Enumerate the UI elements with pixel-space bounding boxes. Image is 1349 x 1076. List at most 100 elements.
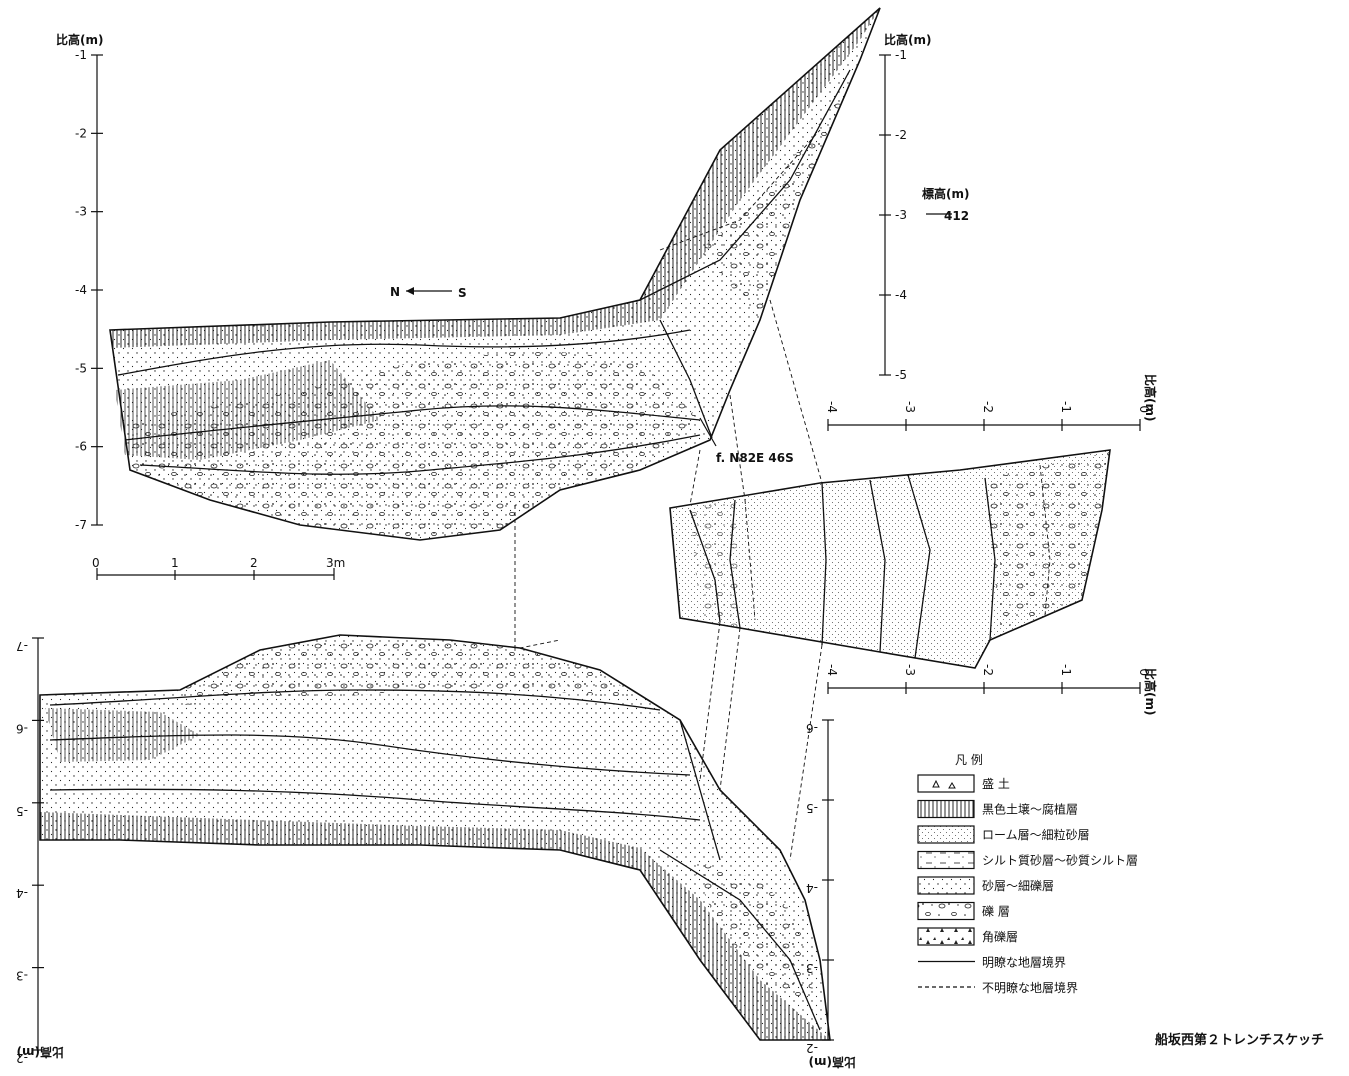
legend-title: 凡 例 <box>955 753 983 767</box>
legend-item-dashed-line-label: 不明瞭な地層境界 <box>982 980 1078 995</box>
axis-upper-left-tick-label-1: -2 <box>75 126 87 140</box>
axis-floor-bottom-label: 比高(m) <box>1143 668 1158 715</box>
axis-upper-right-tick-label-0: -1 <box>895 48 907 62</box>
axis-upper-right-tick-label-3: -4 <box>895 288 907 302</box>
scale-bar: 0 1 2 3m <box>92 556 345 580</box>
legend-item-sand-label: 砂層～細礫層 <box>982 878 1054 893</box>
axis-upper-left-tick-label-5: -6 <box>75 440 87 454</box>
axis-floor-bottom-tick-label-3: -3 <box>903 664 917 676</box>
floor-boundary-1 <box>821 482 827 646</box>
axis-lower-left-tick-label-2: -5 <box>16 804 28 818</box>
floor-gravel-zone <box>985 452 1110 630</box>
axis-floor-bottom-tick-label-1: -1 <box>1059 664 1073 676</box>
floor-left-gravel <box>690 500 740 628</box>
axis-lower-left-tick-label-1: -6 <box>16 721 28 735</box>
legend-item-silt-swatch <box>917 850 975 870</box>
upper-boundary-1 <box>117 329 691 376</box>
lower-left-humus <box>45 708 200 762</box>
south-label: S <box>458 286 467 300</box>
lower-slope-boundary <box>659 849 821 1031</box>
axis-lower-right-tick-label-4: -2 <box>806 1041 818 1055</box>
upper-slope-dash <box>659 129 821 251</box>
floor-dash-2 <box>744 499 756 621</box>
legend-item-loam-label: ローム層～細粒砂層 <box>982 827 1090 842</box>
axis-upper-left-tick-label-6: -7 <box>75 518 87 532</box>
elevation-value: 412 <box>944 209 969 223</box>
lower-top-gravel <box>180 635 640 705</box>
lower-boundary-2 <box>49 734 691 776</box>
elevation-marker: 標高(m) 412 <box>922 186 969 223</box>
legend-item-humus-swatch <box>917 799 975 819</box>
axis-upper-left-tick-label-0: -1 <box>75 48 87 62</box>
floor-boundary-2 <box>869 479 886 653</box>
scale-tick-0: 0 <box>92 556 100 570</box>
elevation-label: 標高(m) <box>922 186 969 201</box>
axis-floor-top-tick-label-4: -4 <box>825 401 839 413</box>
axis-upper-left-label: 比高(m) <box>56 32 103 47</box>
lower-slope-gravel <box>690 860 815 1000</box>
axis-lower-left-label: 比高(m) <box>17 1045 64 1060</box>
lower-humus-band <box>40 812 830 1040</box>
correlation-line-4 <box>769 299 823 484</box>
axis-floor-top-tick-label-2: -2 <box>981 401 995 413</box>
axis-lower-left-tick-label-5: -2 <box>16 1051 28 1065</box>
correlation-line-2 <box>689 449 701 506</box>
scale-tick-1: 1 <box>171 556 179 570</box>
axis-upper-left-tick-label-3: -4 <box>75 283 87 297</box>
axis-floor-top-label: 比高(m) <box>1143 374 1158 421</box>
legend-item-gravel-swatch <box>917 901 975 921</box>
axis-upper-left-tick-label-2: -3 <box>75 205 87 219</box>
axis-upper-right-tick-label-1: -2 <box>895 128 907 142</box>
upper-boundary-3 <box>139 434 701 475</box>
axis-lower-right-tick-label-0: -6 <box>806 721 818 735</box>
upper-left-humus <box>115 360 380 460</box>
legend-item-fill-label: 盛 土 <box>982 776 1010 791</box>
axis-upper-right-label: 比高(m) <box>884 32 931 47</box>
axis-upper-right-tick-label-4: -5 <box>895 368 907 382</box>
scale-tick-2: 2 <box>250 556 258 570</box>
correlation-line-5 <box>699 621 721 781</box>
floor-dash-1 <box>1039 464 1051 616</box>
lower-boundary-1 <box>49 689 661 711</box>
axis-floor-bottom-tick-label-4: -4 <box>825 664 839 676</box>
legend-item-angular-swatch <box>917 927 975 946</box>
legend-item-gravel-label: 礫 層 <box>982 904 1010 919</box>
scale-tick-3: 3m <box>326 556 345 570</box>
axis-upper-left-tick-label-4: -5 <box>75 361 87 375</box>
legend-item-silt-label: シルト質砂層～砂質シルト層 <box>982 853 1138 868</box>
lower-top-dash <box>449 639 561 649</box>
axis-upper-right-tick-label-2: -3 <box>895 208 907 222</box>
axis-lower-right-label: 比高(m) <box>809 1055 856 1070</box>
floor-boundary-5 <box>729 499 741 629</box>
axis-floor-bottom-tick-label-0: 0 <box>1137 668 1151 676</box>
legend-item-sand-swatch <box>917 876 975 895</box>
correlation-line-6 <box>719 627 741 791</box>
axis-floor-top-tick-label-0: 0 <box>1137 405 1151 413</box>
axis-floor-top-tick-label-3: -3 <box>903 401 917 413</box>
floor-boundary-3 <box>907 474 931 659</box>
legend-item-loam-swatch <box>917 825 975 844</box>
fault-annotation: f. N82E 46S <box>699 417 794 465</box>
north-arrow: N S <box>390 285 467 300</box>
axis-floor-bottom: 比高(m) 0 -1 -2 -3 -4 <box>825 664 1158 715</box>
correlation-line-7 <box>789 644 823 861</box>
axis-floor-bottom-tick-label-2: -2 <box>981 664 995 676</box>
axis-lower-left: 比高(m) -7-6-5-4-3-2 <box>16 637 64 1065</box>
axis-lower-right-tick-label-1: -5 <box>806 801 818 815</box>
legend-item-humus-label: 黒色土壌～腐植層 <box>982 802 1078 817</box>
lower-trench-wall <box>39 634 831 1041</box>
diagram-title: 船坂西第２トレンチスケッチ <box>1155 1032 1324 1048</box>
upper-trench-wall <box>109 7 881 541</box>
legend-item-solid-line-label: 明瞭な地層境界 <box>982 955 1066 970</box>
axis-upper-left: 比高(m) -1 -2 -3 -4 -5 -6 -7 <box>56 32 103 532</box>
legend-item-fill-swatch <box>917 774 975 793</box>
floor-boundary-6 <box>689 509 721 623</box>
axis-upper-right: 比高(m) -1 -2 -3 -4 -5 <box>879 32 931 382</box>
triangle-icon <box>932 779 956 789</box>
trench-floor <box>669 449 1111 669</box>
north-label: N <box>390 285 400 299</box>
upper-humus-band <box>110 8 880 348</box>
axis-floor-top-tick-label-1: -1 <box>1059 401 1073 413</box>
upper-boundary-2 <box>124 405 701 441</box>
